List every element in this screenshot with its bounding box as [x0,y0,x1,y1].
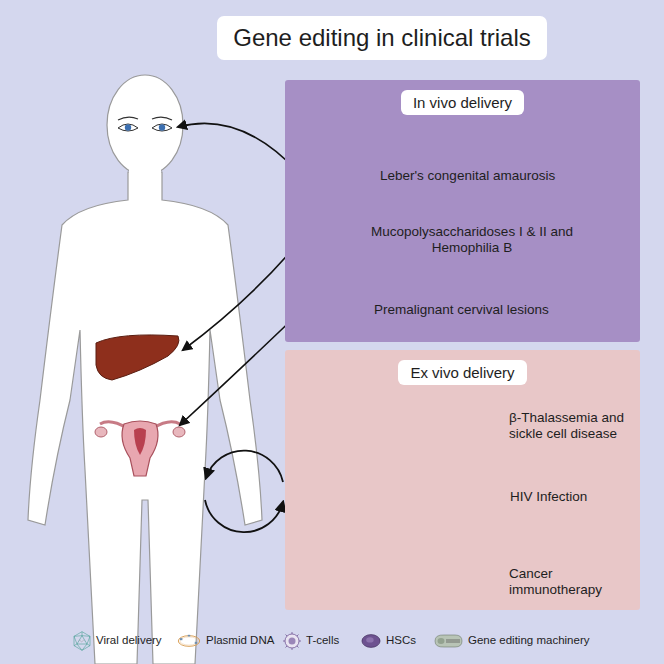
disease-label: Cancer immunotherapy [509,566,633,598]
legend-label: HSCs [386,634,416,646]
body-outline [28,172,262,664]
disease-label: β-Thalassemia and sickle cell disease [509,410,633,442]
liver [96,335,179,380]
disease-item: Leber's congenital amaurosis [377,166,558,186]
uterus [95,421,185,476]
disease-item: Mucopolysaccharidoses I & II and Hemophi… [367,222,577,258]
cycle-arrows [205,451,283,533]
disease-label: HIV Infection [510,489,587,505]
legend-icons [74,632,462,651]
legend-label: Plasmid DNA [206,634,274,646]
disease-label: Premalignant cervival lesions [374,302,549,318]
disease-item: Premalignant cervival lesions [371,300,552,320]
disease-label: Mucopolysaccharidoses I & II and Hemophi… [370,224,574,256]
delivery-arrows [178,123,302,425]
legend-label: Viral delivery [96,634,162,646]
head [107,75,183,175]
delivery-panel: In vivo deliveryLeber's congenital amaur… [285,80,640,342]
disease-item: HIV Infection [507,487,590,507]
title: Gene editing in clinical trials [217,16,546,60]
panel-heading: Ex vivo delivery [398,360,526,385]
disease-item: Cancer immunotherapy [506,564,636,600]
legend-label: Gene editing machinery [468,634,589,646]
panel-heading: In vivo delivery [401,90,524,115]
delivery-panel: Ex vivo delivery β-Thalassemia and sickle… [285,350,640,610]
disease-label: Leber's congenital amaurosis [380,168,555,184]
disease-item: β-Thalassemia and sickle cell disease [506,408,636,444]
eyes [118,117,172,131]
legend-label: T-cells [306,634,339,646]
